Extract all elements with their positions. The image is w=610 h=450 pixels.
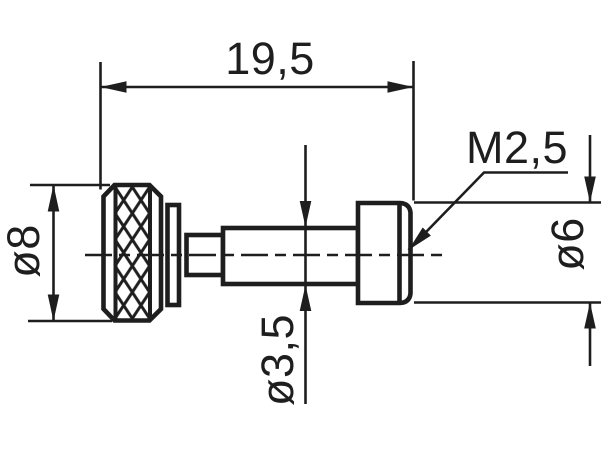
dim-label-shaft-diameter: ø3,5 — [252, 314, 303, 406]
dim-label-head-diameter: ø8 — [0, 224, 49, 278]
arrow-shaft-dia-top — [299, 201, 312, 227]
dim-label-tip-diameter: ø6 — [542, 217, 593, 271]
arrow-length-left — [100, 81, 127, 93]
knurl-pattern — [117, 187, 148, 319]
arrow-bushing-dia-bottom — [584, 302, 596, 329]
end-bushing — [355, 200, 413, 306]
arrow-bushing-dia-top — [584, 176, 596, 203]
dimension-lines-group — [28, 61, 601, 404]
arrow-head-dia-bottom — [47, 294, 60, 321]
arrowheads-group — [47, 81, 596, 329]
arrow-length-right — [387, 81, 414, 93]
arrow-head-dia-top — [47, 185, 60, 212]
leader-line-thread — [407, 171, 568, 251]
knurl-band-edges — [113, 185, 152, 321]
arrow-thread-leader — [408, 227, 431, 250]
dim-label-thread: M2,5 — [466, 122, 568, 173]
dim-label-overall-length: 19,5 — [225, 33, 315, 84]
arrow-shaft-dia-bottom — [299, 285, 312, 311]
